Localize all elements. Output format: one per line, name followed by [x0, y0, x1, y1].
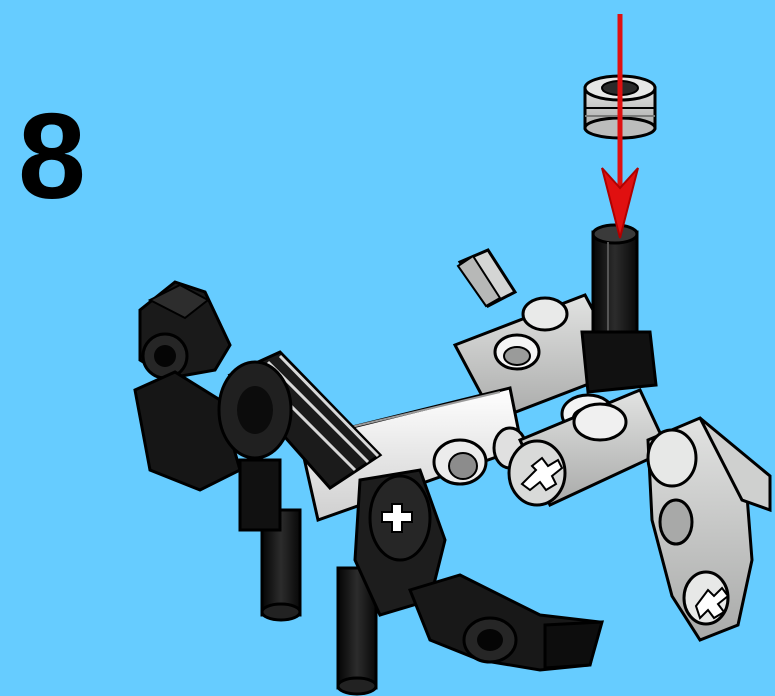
grey-beam-upright [648, 418, 770, 640]
black-joint-left-upper [140, 282, 230, 378]
grey-axle-rear [458, 250, 515, 306]
grey-beam-front [509, 390, 668, 505]
black-joint-lower-right [410, 575, 602, 670]
black-axle-vertical [582, 225, 656, 392]
